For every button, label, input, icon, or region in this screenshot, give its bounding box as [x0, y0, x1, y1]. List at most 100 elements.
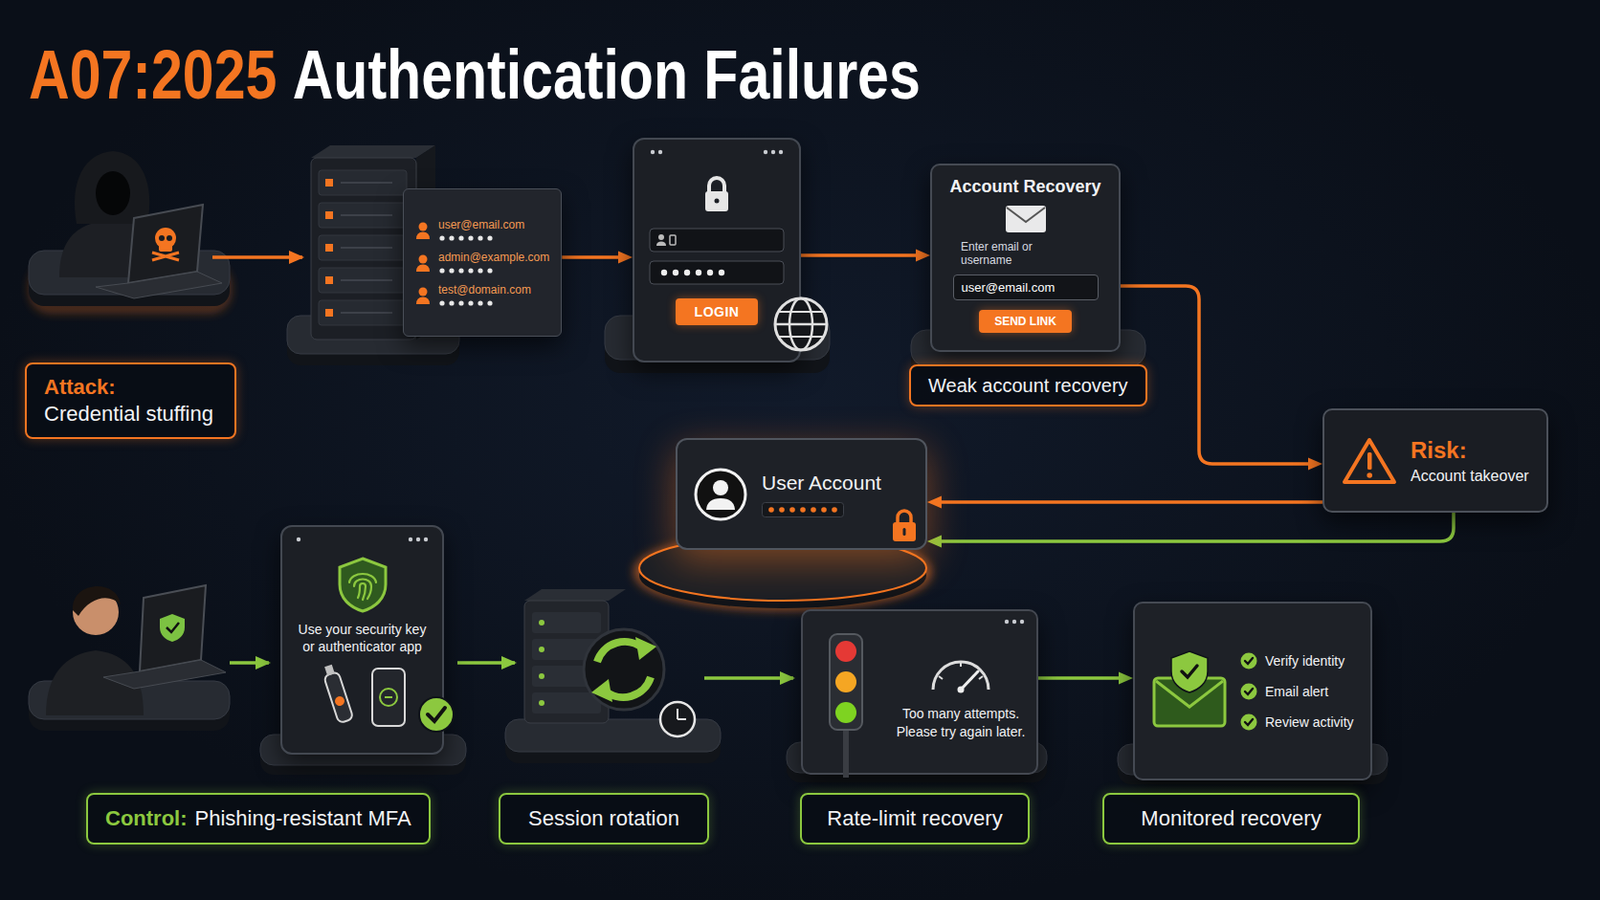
credential-server-part — [311, 145, 436, 158]
check-icon-part — [1244, 658, 1253, 665]
password-dots-part — [477, 300, 483, 306]
credential-entry: admin@example.com — [438, 250, 550, 275]
warning-icon-part — [1366, 472, 1373, 479]
window-dots — [293, 534, 431, 545]
caption-text: Monitored recovery — [1140, 806, 1321, 832]
traffic-light-part — [835, 671, 857, 693]
check-icon-part — [1241, 683, 1258, 700]
user-icon-part — [416, 296, 430, 305]
account-title: User Account — [761, 470, 882, 495]
risk-text: Risk: Account takeover — [1410, 437, 1530, 486]
window-dots-part — [763, 150, 768, 155]
arrowhead — [1118, 672, 1134, 686]
login-window: LOGIN — [632, 137, 801, 363]
session-server-part — [583, 629, 665, 711]
password-dots-part — [458, 300, 464, 306]
caption-text: Credential stuffing — [44, 401, 214, 427]
window-dots — [647, 147, 786, 157]
password-dots — [438, 266, 498, 275]
check-badge-part — [419, 697, 454, 733]
credential-server-part — [325, 244, 334, 252]
window-dots-part — [1004, 620, 1009, 624]
user-station-part — [139, 585, 206, 672]
email-text: admin@example.com — [438, 250, 550, 265]
password-dots-part — [821, 507, 827, 513]
password-dots-part — [439, 300, 445, 306]
user-icon-part — [416, 231, 430, 240]
user-icon — [415, 286, 431, 306]
padlock-icon-part — [902, 528, 906, 536]
risk-box: Risk: Account takeover — [1322, 408, 1549, 513]
credential-entry: user@email.com — [438, 218, 525, 243]
window-dots-part — [296, 537, 301, 542]
credential-card: user@email.com admin@example.com test@doma… — [402, 188, 562, 337]
risk-text-line: Account takeover — [1410, 467, 1530, 486]
password-field-part — [707, 269, 713, 276]
account-card: User Account — [675, 438, 928, 551]
arrowhead — [927, 496, 942, 510]
username-field-part — [669, 235, 676, 245]
attacker-station-part — [158, 244, 173, 252]
key-and-phone-part-part — [323, 671, 354, 724]
credential-server-part — [325, 276, 334, 285]
password-dots-part — [831, 507, 838, 513]
speed-gauge-part — [933, 662, 989, 690]
risk-heading: Risk: — [1410, 437, 1530, 465]
envelope-icon-part — [1005, 205, 1046, 233]
password-field-part — [672, 269, 679, 276]
user-icon-part — [419, 254, 428, 264]
arrowhead — [915, 249, 931, 263]
envelope-icon — [1003, 203, 1048, 235]
window-dots-part — [650, 150, 655, 155]
attack-arrow — [212, 255, 303, 260]
shield-icon — [335, 555, 390, 614]
caption-box: Control:Phishing-resistant MFA — [86, 793, 431, 845]
username-field-part — [658, 234, 665, 241]
credential-server-part — [340, 181, 393, 184]
window-dots-part — [423, 537, 428, 542]
key-and-phone — [305, 663, 421, 733]
user-station-part — [72, 586, 121, 617]
caption-text: Weak account recovery — [928, 374, 1129, 398]
field-hint: Enter email or username — [960, 241, 1068, 268]
password-dots-part — [762, 503, 845, 518]
password-dots-part — [439, 267, 445, 273]
credential-entry: test@domain.com — [438, 283, 532, 308]
attacker-station-part — [158, 235, 165, 242]
traffic-light-part — [835, 702, 857, 724]
title: Authentication Failures — [292, 40, 921, 110]
password-dots-part — [487, 300, 492, 306]
session-server — [505, 589, 721, 764]
speed-gauge-part — [938, 662, 983, 680]
attacker-station-part — [74, 151, 150, 224]
traffic-light — [823, 634, 868, 778]
caption-text: Phishing-resistant MFA — [195, 806, 412, 832]
warning-icon-part — [1367, 452, 1373, 470]
session-server-part — [635, 637, 657, 661]
arrowhead — [1308, 458, 1323, 471]
credential-row: admin@example.com — [415, 250, 550, 275]
session-server-part — [597, 642, 644, 663]
padlock-icon-part — [892, 522, 916, 542]
checklist-item: Email alert — [1265, 684, 1329, 700]
traffic-light-part — [843, 730, 849, 778]
key-and-phone-part — [379, 688, 398, 707]
credential-server-part — [311, 157, 417, 340]
session-server-part — [524, 589, 626, 601]
password-dots — [438, 299, 498, 308]
password-field-part — [649, 261, 784, 285]
globe-icon-part — [775, 323, 827, 327]
rate-limit-panel: Too many attempts. Please try again late… — [800, 609, 1039, 776]
user-arrow — [229, 661, 269, 666]
attacker-station-part — [95, 171, 131, 216]
arrowhead — [927, 535, 942, 549]
send-button: SEND LINK — [978, 310, 1072, 334]
globe-icon-part — [775, 298, 827, 351]
section-code: A07:2025 — [28, 40, 277, 110]
credential-server-part — [318, 170, 407, 196]
session-server-part — [532, 692, 601, 714]
credential-server-part — [318, 267, 407, 293]
check-icon-part — [1244, 688, 1253, 695]
key-and-phone-part-part — [333, 695, 346, 709]
credential-server-part — [340, 311, 393, 314]
